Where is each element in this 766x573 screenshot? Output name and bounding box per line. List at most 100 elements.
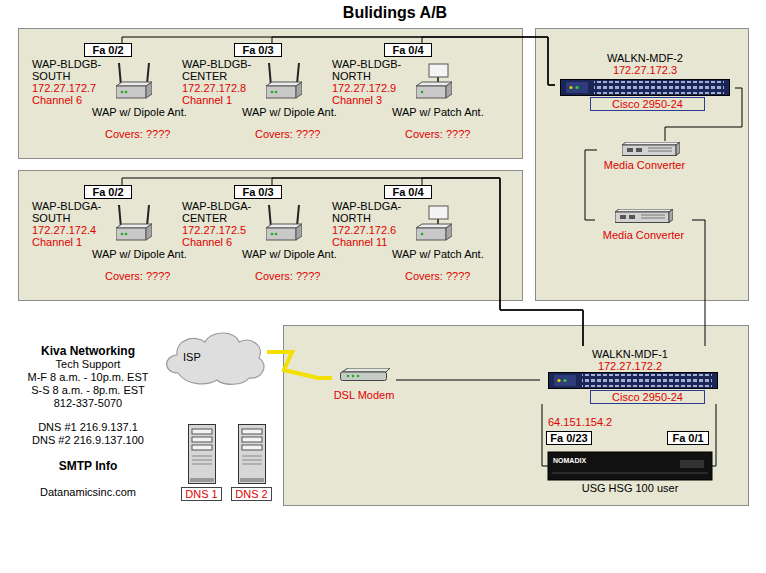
wap-dipole-icon <box>266 63 302 98</box>
isp-cloud: ISP <box>163 328 267 386</box>
server-label: DNS 1 <box>181 487 222 501</box>
box-label: Fa 0/3 <box>242 186 273 198</box>
network-cable <box>122 37 555 85</box>
channel: Channel 1 <box>32 236 122 248</box>
access-point: WAP-BLDGB- SOUTH172.27.172.7Channel 6WAP… <box>28 42 193 144</box>
media-converter-icon <box>615 209 673 223</box>
building-panel <box>19 171 523 301</box>
network-cable <box>422 37 555 85</box>
dns-address: DNS #1 216.9.137.1 <box>13 421 163 434</box>
coverage: Covers: ???? <box>105 128 190 140</box>
ip-address: 172.27.172.9 <box>332 82 422 94</box>
device-type: WAP w/ Patch Ant. <box>392 106 492 118</box>
ip-address: 172.27.172.4 <box>32 224 122 236</box>
network-cable <box>585 150 597 220</box>
ip-address: 172.27.172.5 <box>182 224 272 236</box>
server-icon <box>189 425 216 484</box>
support-note: Tech Support <box>13 358 163 371</box>
section-heading: SMTP Info <box>13 459 163 473</box>
box-label: Fa 0/2 <box>92 186 123 198</box>
diagram-title: Bulidings A/B <box>300 4 490 22</box>
ip-address: 172.27.172.7 <box>32 82 122 94</box>
wap-patch-icon <box>416 64 452 98</box>
model-label: Cisco 2950-24 <box>590 390 705 404</box>
box-label: Cisco 2950-24 <box>612 391 683 403</box>
port-label: Fa 0/2 <box>84 43 132 57</box>
device-type: WAP w/ Patch Ant. <box>392 248 492 260</box>
network-cable <box>396 380 540 381</box>
switch: WALKN-MDF-1172.27.172.2Cisco 2950-24 <box>540 346 720 404</box>
device-name: WAP-BLDGB- CENTER <box>182 58 260 82</box>
media-converter: Media Converter <box>597 141 692 172</box>
wap-dipole-icon <box>116 63 152 98</box>
coverage: Covers: ???? <box>255 128 340 140</box>
device-type: WAP w/ Dipole Ant. <box>242 106 342 118</box>
device-type: WAP w/ Dipole Ant. <box>92 248 192 260</box>
access-point: WAP-BLDGA- SOUTH172.27.172.4Channel 1WAP… <box>28 184 193 286</box>
ip-address: 172.27.172.8 <box>182 82 272 94</box>
building-panel <box>19 29 523 159</box>
ip-address: 64.151.154.2 <box>548 416 628 429</box>
network-cable <box>272 178 583 346</box>
network-cable <box>665 88 742 141</box>
ip-address: 172.27.172.6 <box>332 224 422 236</box>
device-trim <box>552 473 708 474</box>
box-label: Fa 0/1 <box>672 432 703 444</box>
access-point: WAP-BLDGA- CENTER172.27.172.5Channel 6WA… <box>178 184 343 286</box>
device-type: WAP w/ Dipole Ant. <box>92 106 192 118</box>
cloud-label: ISP <box>183 351 213 363</box>
network-cable <box>422 178 583 346</box>
support-hours: S-S 8 a.m. - 8p.m. EST <box>13 384 163 397</box>
company-name: Kiva Networking <box>13 344 163 358</box>
channel: Channel 3 <box>332 94 422 106</box>
coverage: Covers: ???? <box>405 270 490 282</box>
ip-address: 172.27.172.2 <box>540 360 720 372</box>
dns-address: DNS #2 216.9.137.100 <box>13 434 163 447</box>
media-converter-icon <box>622 142 680 156</box>
device-name: WAP-BLDGB- NORTH <box>332 58 410 82</box>
wap-patch-icon <box>416 206 452 240</box>
wap-dipole-icon <box>266 205 302 240</box>
device-type: DSL Modem <box>332 389 396 401</box>
device-logo: NOMADIX <box>553 456 613 465</box>
port-label: Fa 0/1 <box>667 431 709 445</box>
access-point: WAP-BLDGA- NORTH172.27.172.6Channel 11WA… <box>328 184 493 286</box>
wap-dipole-icon <box>116 205 152 240</box>
box-label: DNS 1 <box>185 488 217 500</box>
phone-number: 812-337-5070 <box>13 397 163 410</box>
modem: DSL Modem <box>332 367 396 401</box>
port-label: Fa 0/3 <box>234 185 282 199</box>
network-cable <box>122 178 583 346</box>
modem-icon <box>341 368 391 381</box>
channel: Channel 1 <box>182 94 272 106</box>
channel: Channel 6 <box>32 94 122 106</box>
coverage: Covers: ???? <box>255 270 340 282</box>
device-name: WAP-BLDGB- SOUTH <box>32 58 110 82</box>
model-label: Cisco 2950-24 <box>590 97 705 111</box>
switch-icon <box>561 80 730 96</box>
coverage: Covers: ???? <box>405 128 490 140</box>
server-label: DNS 2 <box>231 487 272 501</box>
ip-address: 172.27.172.3 <box>555 64 735 76</box>
coverage: Covers: ???? <box>105 270 190 282</box>
box-label: Fa 0/3 <box>242 44 273 56</box>
closet-panel <box>284 326 749 506</box>
device-name: USG HSG 100 user <box>548 482 712 494</box>
network-cable <box>712 404 716 466</box>
port-label: Fa 0/3 <box>234 43 282 57</box>
device-type: WAP w/ Dipole Ant. <box>242 248 342 260</box>
access-point: WAP-BLDGB- CENTER172.27.172.8Channel 1WA… <box>178 42 343 144</box>
mail-domain: Datanamicsinc.com <box>13 486 163 499</box>
box-label: Fa 0/2 <box>92 44 123 56</box>
device-name: WAP-BLDGA- CENTER <box>182 200 260 224</box>
device-name: WALKN-MDF-1 <box>540 348 720 360</box>
network-cable <box>692 220 705 346</box>
wireless-link <box>267 352 332 378</box>
switch: WALKN-MDF-2172.27.172.3Cisco 2950-24 <box>555 50 735 112</box>
port-label: Fa 0/4 <box>384 43 432 57</box>
box-label: DNS 2 <box>235 488 267 500</box>
support-hours: M-F 8 a.m. - 10p.m. EST <box>13 371 163 384</box>
channel: Channel 6 <box>182 236 272 248</box>
cloud-outline <box>163 328 267 386</box>
box-label: Fa 0/4 <box>392 44 423 56</box>
